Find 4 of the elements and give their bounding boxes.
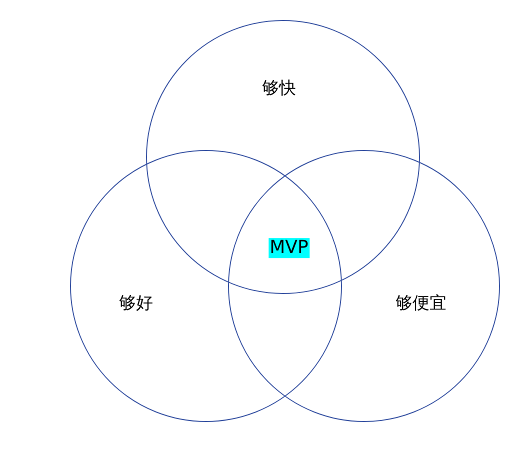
circle-label: 够好 xyxy=(119,294,153,314)
circle-label: 够便宜 xyxy=(396,294,446,314)
intersection-label: MVP xyxy=(268,238,310,258)
circle-label: 够快 xyxy=(262,80,296,98)
